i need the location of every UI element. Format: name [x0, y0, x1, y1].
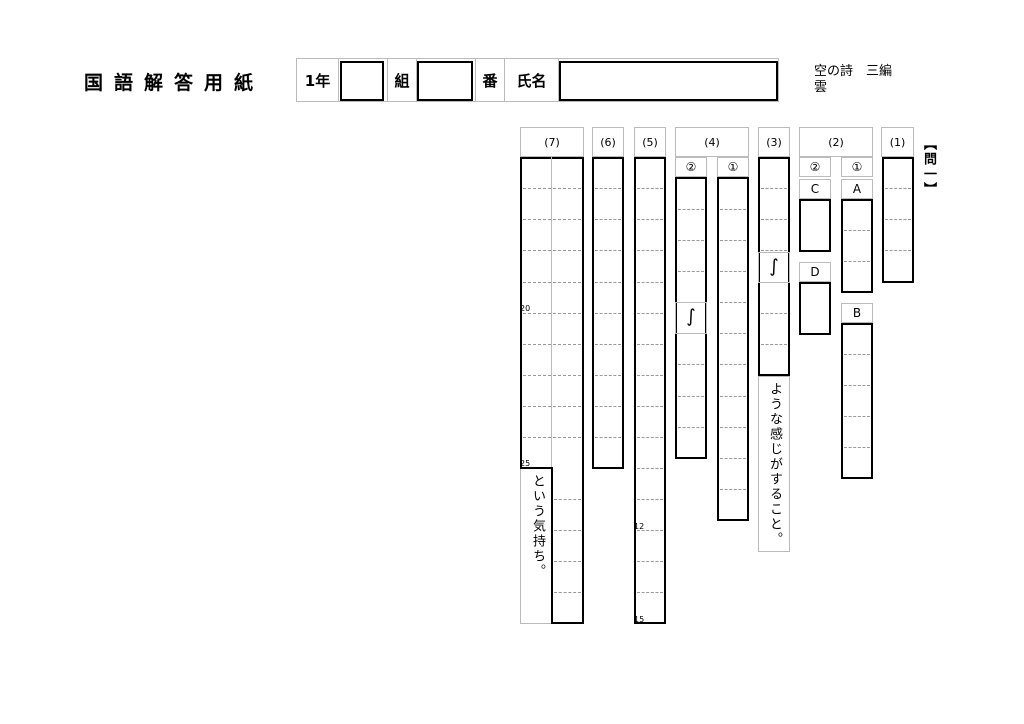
- tilde-cell-q4: [675, 302, 707, 334]
- column-head-q2: (2): [799, 127, 873, 157]
- class-input-box[interactable]: [417, 61, 473, 101]
- answer-box-q4-2[interactable]: [675, 177, 707, 459]
- unit-line-1: 空の詩 三編: [814, 64, 893, 79]
- sub-head-q2-1: ①: [841, 157, 873, 177]
- column-head-q5: (5): [634, 127, 666, 157]
- count-20: 20: [520, 304, 531, 313]
- column-head-q1: (1): [881, 127, 914, 157]
- column-head-q6: (6): [592, 127, 624, 157]
- answer-box-q2-C[interactable]: [799, 199, 831, 252]
- label-B: B: [841, 303, 873, 323]
- column-head-q4: (4): [675, 127, 749, 157]
- tilde-mark-q4: ∫: [686, 306, 696, 327]
- answer-box-q4-1[interactable]: [717, 177, 749, 521]
- label-D: D: [799, 262, 831, 282]
- unit-title: 空の詩 三編 雲: [814, 64, 892, 96]
- sub-head-q2-2: ②: [799, 157, 831, 177]
- class-label: 組: [387, 59, 417, 101]
- answer-box-q1[interactable]: [882, 157, 914, 283]
- tilde-mark-q3: ∫: [769, 256, 779, 277]
- suffix-text-q7: という気持ち。: [530, 474, 545, 579]
- suffix-text-q3: ような感じがすること。: [767, 382, 782, 547]
- column-head-q7: (7): [520, 127, 584, 157]
- grade-input-box[interactable]: [340, 61, 384, 101]
- student-info-row: 1年 組 番 氏名: [296, 58, 779, 102]
- label-C: C: [799, 179, 831, 199]
- number-label: 番: [475, 59, 505, 101]
- count-12: 12: [634, 522, 645, 531]
- grade-label: 1年: [297, 59, 339, 101]
- answer-box-q2-D[interactable]: [799, 282, 831, 335]
- count-15: 15: [634, 615, 645, 624]
- column-head-q3: (3): [758, 127, 790, 157]
- unit-line-2: 雲: [814, 80, 828, 95]
- answer-box-q2-B[interactable]: [841, 323, 873, 479]
- label-A: A: [841, 179, 873, 199]
- count-25: 25: [520, 459, 531, 468]
- suffix-frame-q3: [758, 376, 790, 552]
- tilde-cell-q3: [758, 252, 790, 283]
- answer-box-q5[interactable]: [634, 157, 666, 624]
- sub-head-q4-1: ①: [717, 157, 749, 177]
- page-title: 国語解答用紙: [84, 72, 265, 94]
- answer-box-q7-lower[interactable]: [551, 467, 584, 624]
- name-label: 氏名: [505, 59, 559, 101]
- sub-head-q4-2: ②: [675, 157, 707, 177]
- section-label: 【問一】: [921, 137, 936, 197]
- answer-box-q2-A[interactable]: [841, 199, 873, 293]
- name-input-box[interactable]: [559, 61, 778, 101]
